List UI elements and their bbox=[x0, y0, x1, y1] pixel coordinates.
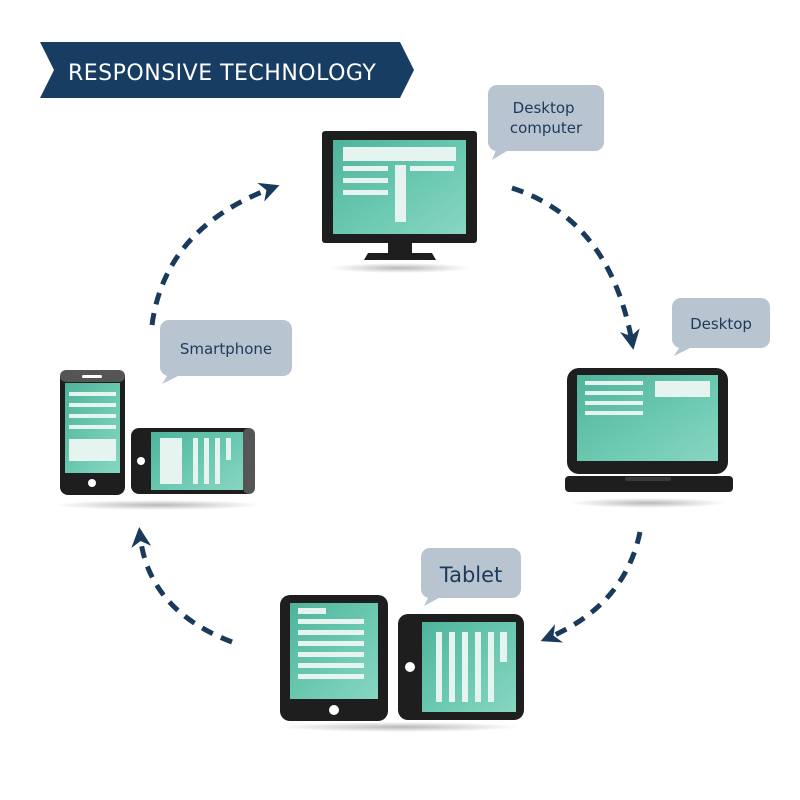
tablet-portrait-home-button bbox=[329, 705, 339, 715]
phone-portrait-home-button bbox=[88, 479, 96, 487]
page-title: RESPONSIVE TECHNOLOGY bbox=[68, 61, 376, 86]
label-bubble-tablet: Tablet bbox=[421, 548, 521, 606]
label-desktop-computer-line1: Desktop bbox=[513, 99, 575, 117]
monitor-column-block bbox=[395, 165, 406, 222]
desktop-device bbox=[565, 368, 733, 508]
arrow-tablet-to-smartphone bbox=[131, 527, 233, 645]
laptop-base bbox=[565, 476, 733, 492]
label-tablet: Tablet bbox=[439, 563, 503, 587]
phone-portrait-speaker bbox=[82, 375, 102, 378]
laptop-screen-block bbox=[655, 381, 710, 397]
desktop-computer-device bbox=[322, 131, 477, 273]
phone-landscape-home-button bbox=[137, 457, 145, 465]
monitor-neck bbox=[388, 243, 412, 253]
smartphone-device bbox=[54, 370, 262, 510]
monitor-stand bbox=[364, 253, 436, 260]
label-bubble-desktop-computer: Desktop computer bbox=[488, 85, 604, 160]
arrow-desktop-to-tablet bbox=[540, 531, 643, 643]
label-smartphone: Smartphone bbox=[180, 340, 272, 358]
label-desktop-computer: Desktop computer bbox=[510, 99, 583, 137]
monitor-shadow bbox=[330, 263, 470, 273]
laptop-shadow bbox=[570, 498, 726, 508]
arrow-desktop-computer-to-desktop bbox=[511, 185, 640, 350]
title-ribbon bbox=[40, 42, 414, 98]
label-bubble-desktop: Desktop bbox=[672, 298, 770, 356]
tablet-shadow bbox=[280, 722, 520, 732]
tablet-device bbox=[280, 595, 524, 732]
title-banner: RESPONSIVE TECHNOLOGY bbox=[40, 42, 414, 98]
monitor-header-block bbox=[343, 147, 456, 161]
cycle-arrows bbox=[131, 182, 643, 645]
smartphone-shadow bbox=[54, 500, 262, 510]
label-bubble-smartphone: Smartphone bbox=[160, 320, 292, 384]
label-desktop: Desktop bbox=[690, 315, 752, 333]
arrow-smartphone-to-desktop-computer bbox=[149, 182, 280, 326]
laptop-hinge bbox=[625, 477, 671, 481]
label-desktop-computer-line2: computer bbox=[510, 119, 583, 137]
tablet-portrait-screen bbox=[290, 603, 378, 699]
tablet-landscape-home-button bbox=[405, 662, 415, 672]
